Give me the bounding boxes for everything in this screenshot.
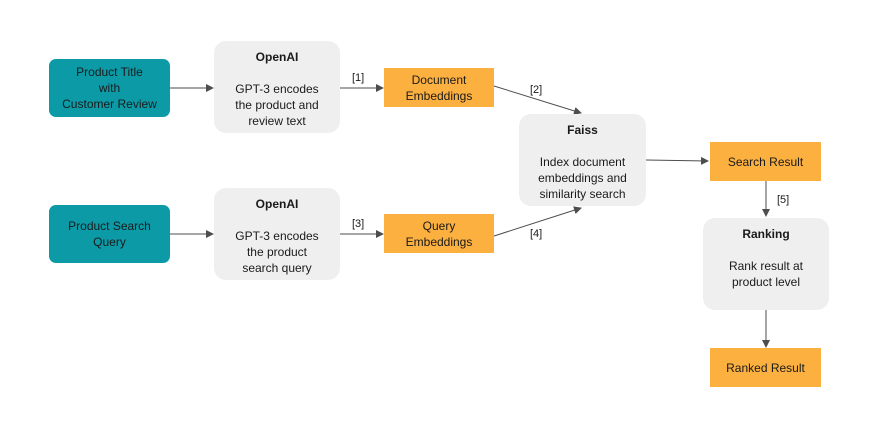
edge-label-2: [2]: [530, 84, 542, 96]
node-line: with: [98, 81, 121, 95]
node-line: Index document: [539, 155, 626, 169]
node-title: OpenAI: [255, 197, 299, 211]
node-product-search-query: Product Search Query: [49, 205, 170, 263]
node-openai-document: OpenAI GPT-3 encodes the product and rev…: [214, 41, 340, 133]
node-line: Document: [411, 72, 467, 87]
node-title: Ranking: [742, 227, 790, 241]
edge-doc-embeddings-to-faiss: [493, 85, 582, 115]
node-openai-query: OpenAI GPT-3 encodes the product search …: [214, 188, 340, 280]
node-line: Query: [422, 218, 456, 233]
node-line: Product Title: [76, 65, 143, 79]
edge-label-5: [5]: [777, 194, 789, 206]
node-line: Embeddings: [405, 234, 473, 249]
node-product-title: Product Title with Customer Review: [49, 59, 170, 117]
node-document-embeddings: Document Embeddings: [384, 68, 494, 107]
node-title: Faiss: [567, 123, 598, 137]
node-line: similarity search: [539, 187, 626, 201]
node-title: OpenAI: [255, 50, 299, 64]
edge-label-4: [4]: [530, 228, 542, 240]
node-line: search query: [242, 261, 312, 275]
node-line: Embeddings: [405, 88, 473, 103]
node-ranked-result: Ranked Result: [710, 348, 821, 387]
node-query-embeddings: Query Embeddings: [384, 214, 494, 253]
node-line: the product: [246, 245, 308, 259]
node-line: Rank result at: [728, 259, 804, 273]
node-line: Query: [93, 235, 126, 249]
edge-query-embeddings-to-faiss: [493, 206, 582, 237]
node-line: product level: [731, 275, 801, 289]
node-line: Ranked Result: [726, 360, 805, 375]
node-line: embeddings and: [538, 171, 627, 185]
node-line: Search Result: [727, 154, 804, 169]
node-ranking: Ranking Rank result at product level: [703, 218, 829, 310]
edge-faiss-to-search-result: [645, 156, 709, 165]
node-line: Product Search: [68, 219, 151, 233]
node-line: review text: [248, 114, 306, 128]
edge-label-1: [1]: [352, 72, 364, 84]
node-line: GPT-3 encodes: [235, 229, 319, 243]
node-line: the product and: [235, 98, 319, 112]
node-line: GPT-3 encodes: [235, 82, 319, 96]
node-faiss: Faiss Index document embeddings and simi…: [519, 114, 646, 206]
edge-label-3: [3]: [352, 218, 364, 230]
node-line: Customer Review: [62, 97, 157, 111]
node-search-result: Search Result: [710, 142, 821, 181]
